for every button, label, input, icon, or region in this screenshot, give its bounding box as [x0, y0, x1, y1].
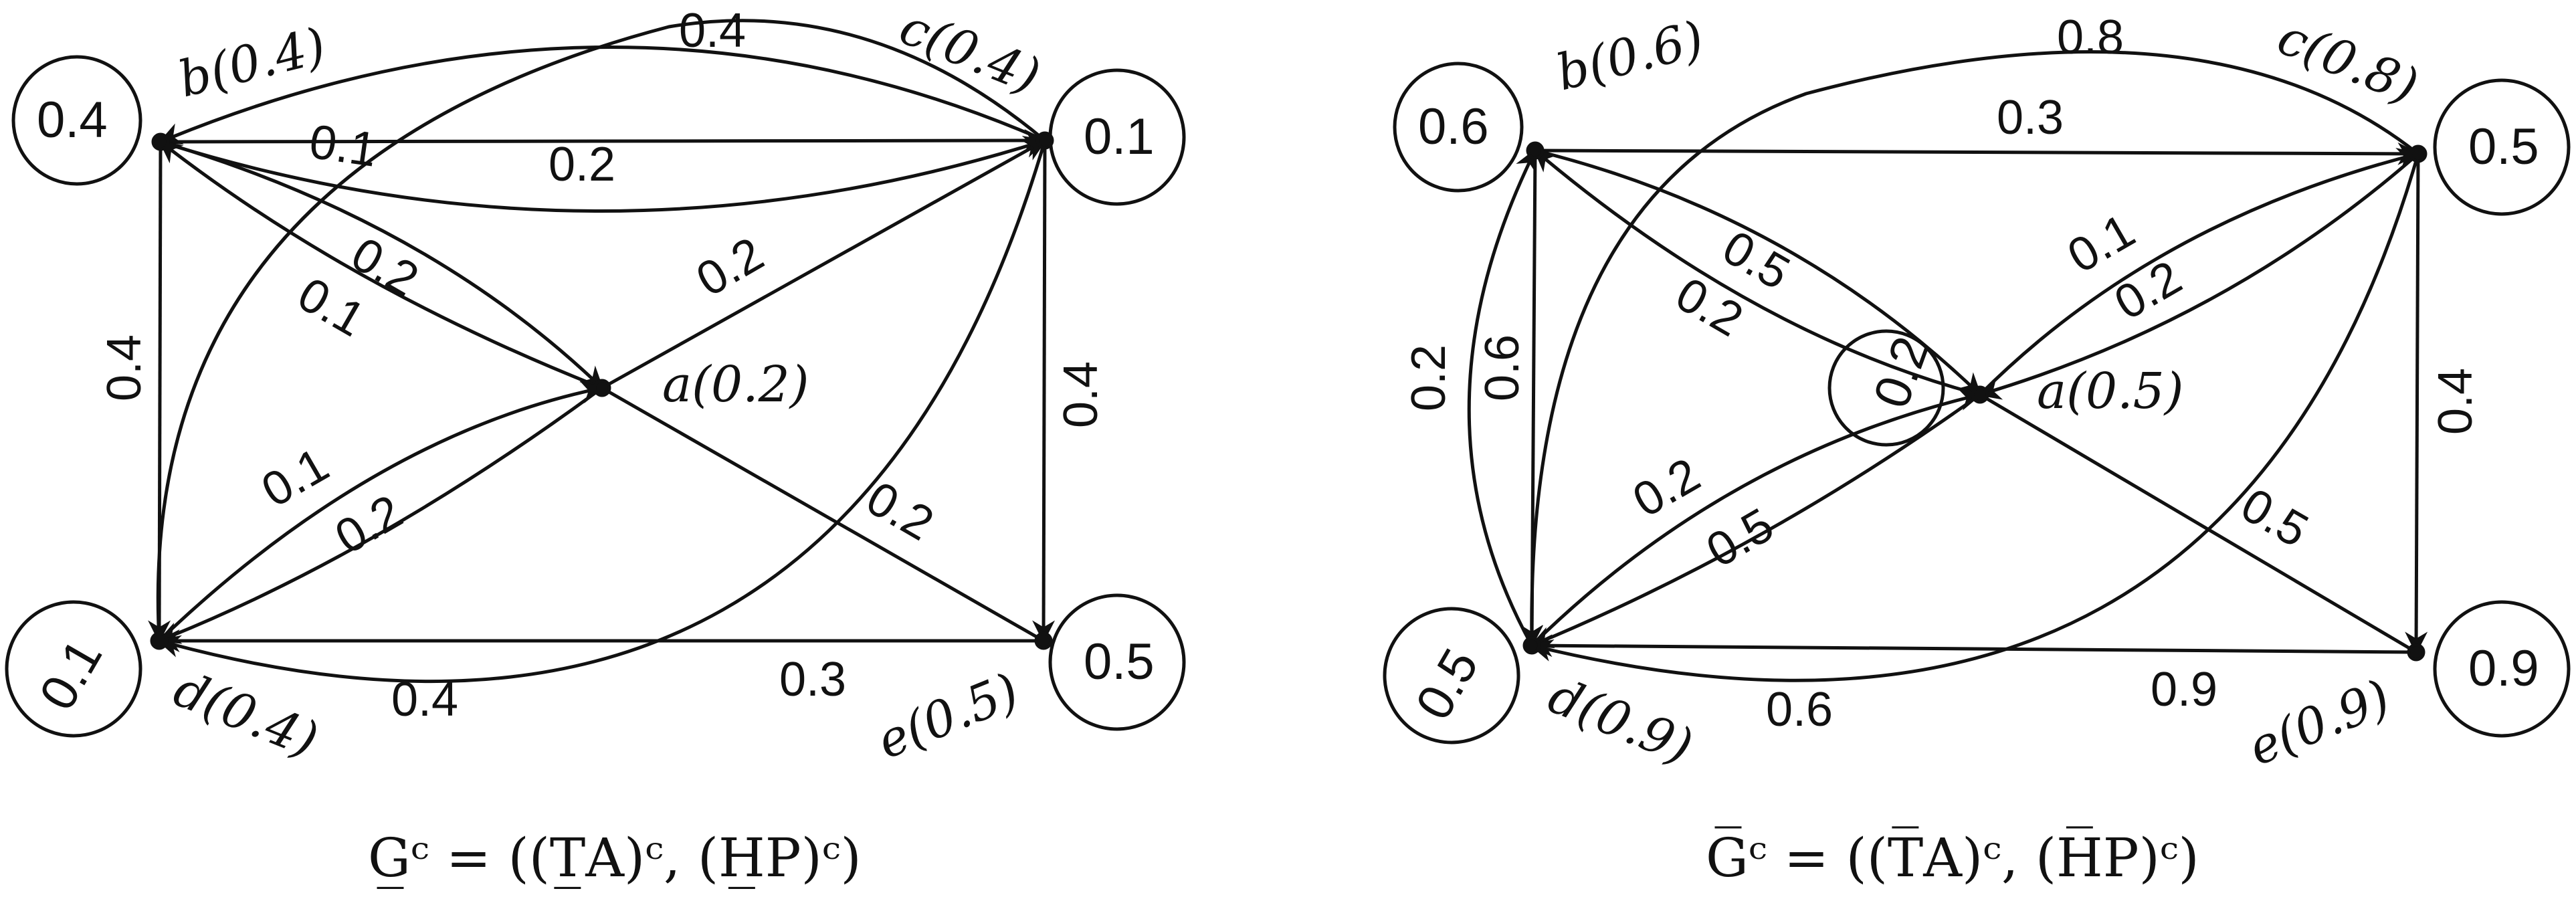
edge-b-d-weight: 0.6	[1476, 334, 1529, 401]
edge-b-a-0.2	[160, 140, 604, 390]
loop-b	[11, 55, 142, 186]
edge-a-b-0.2	[1533, 148, 1981, 397]
loop-e-value: 0.5	[1084, 633, 1155, 690]
node-b-label: b(0.6)	[1551, 10, 1710, 102]
edge-e-d-0.9	[1529, 634, 2417, 658]
edge-b-c-weight: 0.3	[1997, 91, 2064, 144]
node-b	[1526, 141, 1545, 160]
node-a	[1971, 385, 1989, 404]
caption-left: G̲ᶜ = ((T̲A)ᶜ, (H̲P)ᶜ)	[368, 827, 862, 889]
node-b-label: b(0.4)	[173, 17, 332, 108]
edge-c-d-0.8-arc	[1520, 50, 2419, 648]
node-a-label: a(0.2)	[662, 356, 809, 413]
edge-b-c-0.2	[160, 136, 1048, 213]
loop-b-value: 0.6	[1418, 98, 1489, 155]
loop-c	[2433, 78, 2571, 216]
edge-d-b-weight: 0.2	[1402, 344, 1456, 411]
edge-c-d-0.4	[157, 140, 1047, 683]
edge-e-d-weight: 0.3	[779, 653, 846, 706]
edge-a-c-0.2	[601, 138, 1047, 390]
edge-b-a-0.5	[1534, 148, 1982, 397]
edge-b-c-weight-0.1: 0.1	[306, 115, 380, 177]
graph-left-labels: 0.4 0.1 0.1 0.5 b(0.4) c(0.4) a(0.2) d(0…	[29, 0, 1155, 889]
loop-e-value: 0.9	[2468, 640, 2539, 697]
edge-a-d-0.5	[1529, 393, 1981, 648]
graph-right	[1383, 50, 2571, 744]
edge-c-a-0.2	[1977, 153, 2419, 400]
edge-c-e-0.4	[2405, 153, 2428, 655]
node-a	[593, 379, 611, 397]
graph-right-labels: 0.6 0.5 0.2 0.5 0.9 b(0.6) c(0.8) a(0.5)…	[1402, 8, 2539, 889]
node-d	[1522, 636, 1541, 655]
edge-d-a-0.2	[1530, 388, 1983, 647]
loop-a	[1827, 329, 1945, 447]
node-d-label: d(0.9)	[1541, 667, 1700, 776]
loop-a-value: 0.2	[1863, 329, 1941, 415]
loop-d	[1383, 607, 1520, 744]
loop-b-value: 0.4	[37, 92, 108, 148]
edge-c-d-weight: 0.4	[391, 673, 458, 726]
caption-right: G̅ᶜ = ((T̅A)ᶜ, (H̅P)ᶜ)	[1706, 825, 2199, 889]
edge-b-d-0.6	[1520, 150, 1544, 648]
node-d-label: d(0.4)	[166, 660, 326, 769]
edge-a-b-0.1	[159, 140, 603, 390]
loop-c-value: 0.1	[1084, 108, 1155, 165]
edge-b-c-weight-0.2: 0.2	[549, 138, 615, 191]
edge-c-e-weight: 0.4	[2429, 368, 2482, 435]
edge-c-b-0.4	[158, 45, 1046, 144]
edge-c-e-0.4	[1032, 140, 1056, 643]
edge-a-c-0.1	[1979, 148, 2421, 396]
node-b	[151, 132, 170, 151]
edge-d-a-0.1	[158, 381, 605, 642]
node-c-label: c(0.4)	[892, 0, 1048, 106]
node-c-label: c(0.8)	[2270, 8, 2425, 116]
edge-a-c-weight: 0.2	[688, 227, 773, 307]
loop-e	[1048, 593, 1186, 731]
edge-c-e-weight: 0.4	[1054, 361, 1108, 428]
edge-c-d-weight-0.6: 0.6	[1766, 683, 1833, 736]
loop-b	[1393, 62, 1524, 193]
node-e-label: e(0.9)	[2241, 669, 2398, 777]
node-e	[2407, 643, 2425, 662]
node-c	[1035, 131, 1054, 150]
node-e	[1034, 631, 1053, 650]
loop-d-value: 0.5	[1405, 639, 1489, 729]
edge-d-b-0.2	[1467, 148, 1537, 647]
node-c	[2409, 144, 2428, 163]
edge-c-d-weight-0.8: 0.8	[2057, 11, 2124, 64]
edge-a-e-0.2	[601, 386, 1045, 643]
edge-a-e-weight: 0.2	[858, 472, 943, 551]
edge-a-d-weight: 0.5	[1698, 498, 1783, 578]
edge-a-d-0.2	[157, 386, 603, 644]
edge-e-d-weight: 0.9	[2151, 663, 2217, 716]
node-e-label: e(0.5)	[870, 662, 1027, 771]
edge-b-d-weight: 0.4	[98, 334, 151, 401]
loop-c-value: 0.5	[2468, 118, 2539, 175]
node-a-label: a(0.5)	[2037, 363, 2184, 420]
graph-left	[5, 19, 1186, 738]
edge-b-c-0.1	[160, 129, 1048, 153]
edge-c-b-weight: 0.4	[679, 4, 746, 58]
loop-d-value: 0.1	[29, 630, 113, 720]
node-d	[150, 631, 169, 650]
edge-a-e-0.5	[1979, 393, 2417, 654]
edge-c-d-0.6	[1529, 153, 2420, 682]
loop-e	[2433, 600, 2571, 738]
edge-d-c-arc	[156, 19, 1046, 641]
edge-b-c-0.3	[1534, 142, 2421, 165]
loop-d	[5, 600, 142, 738]
